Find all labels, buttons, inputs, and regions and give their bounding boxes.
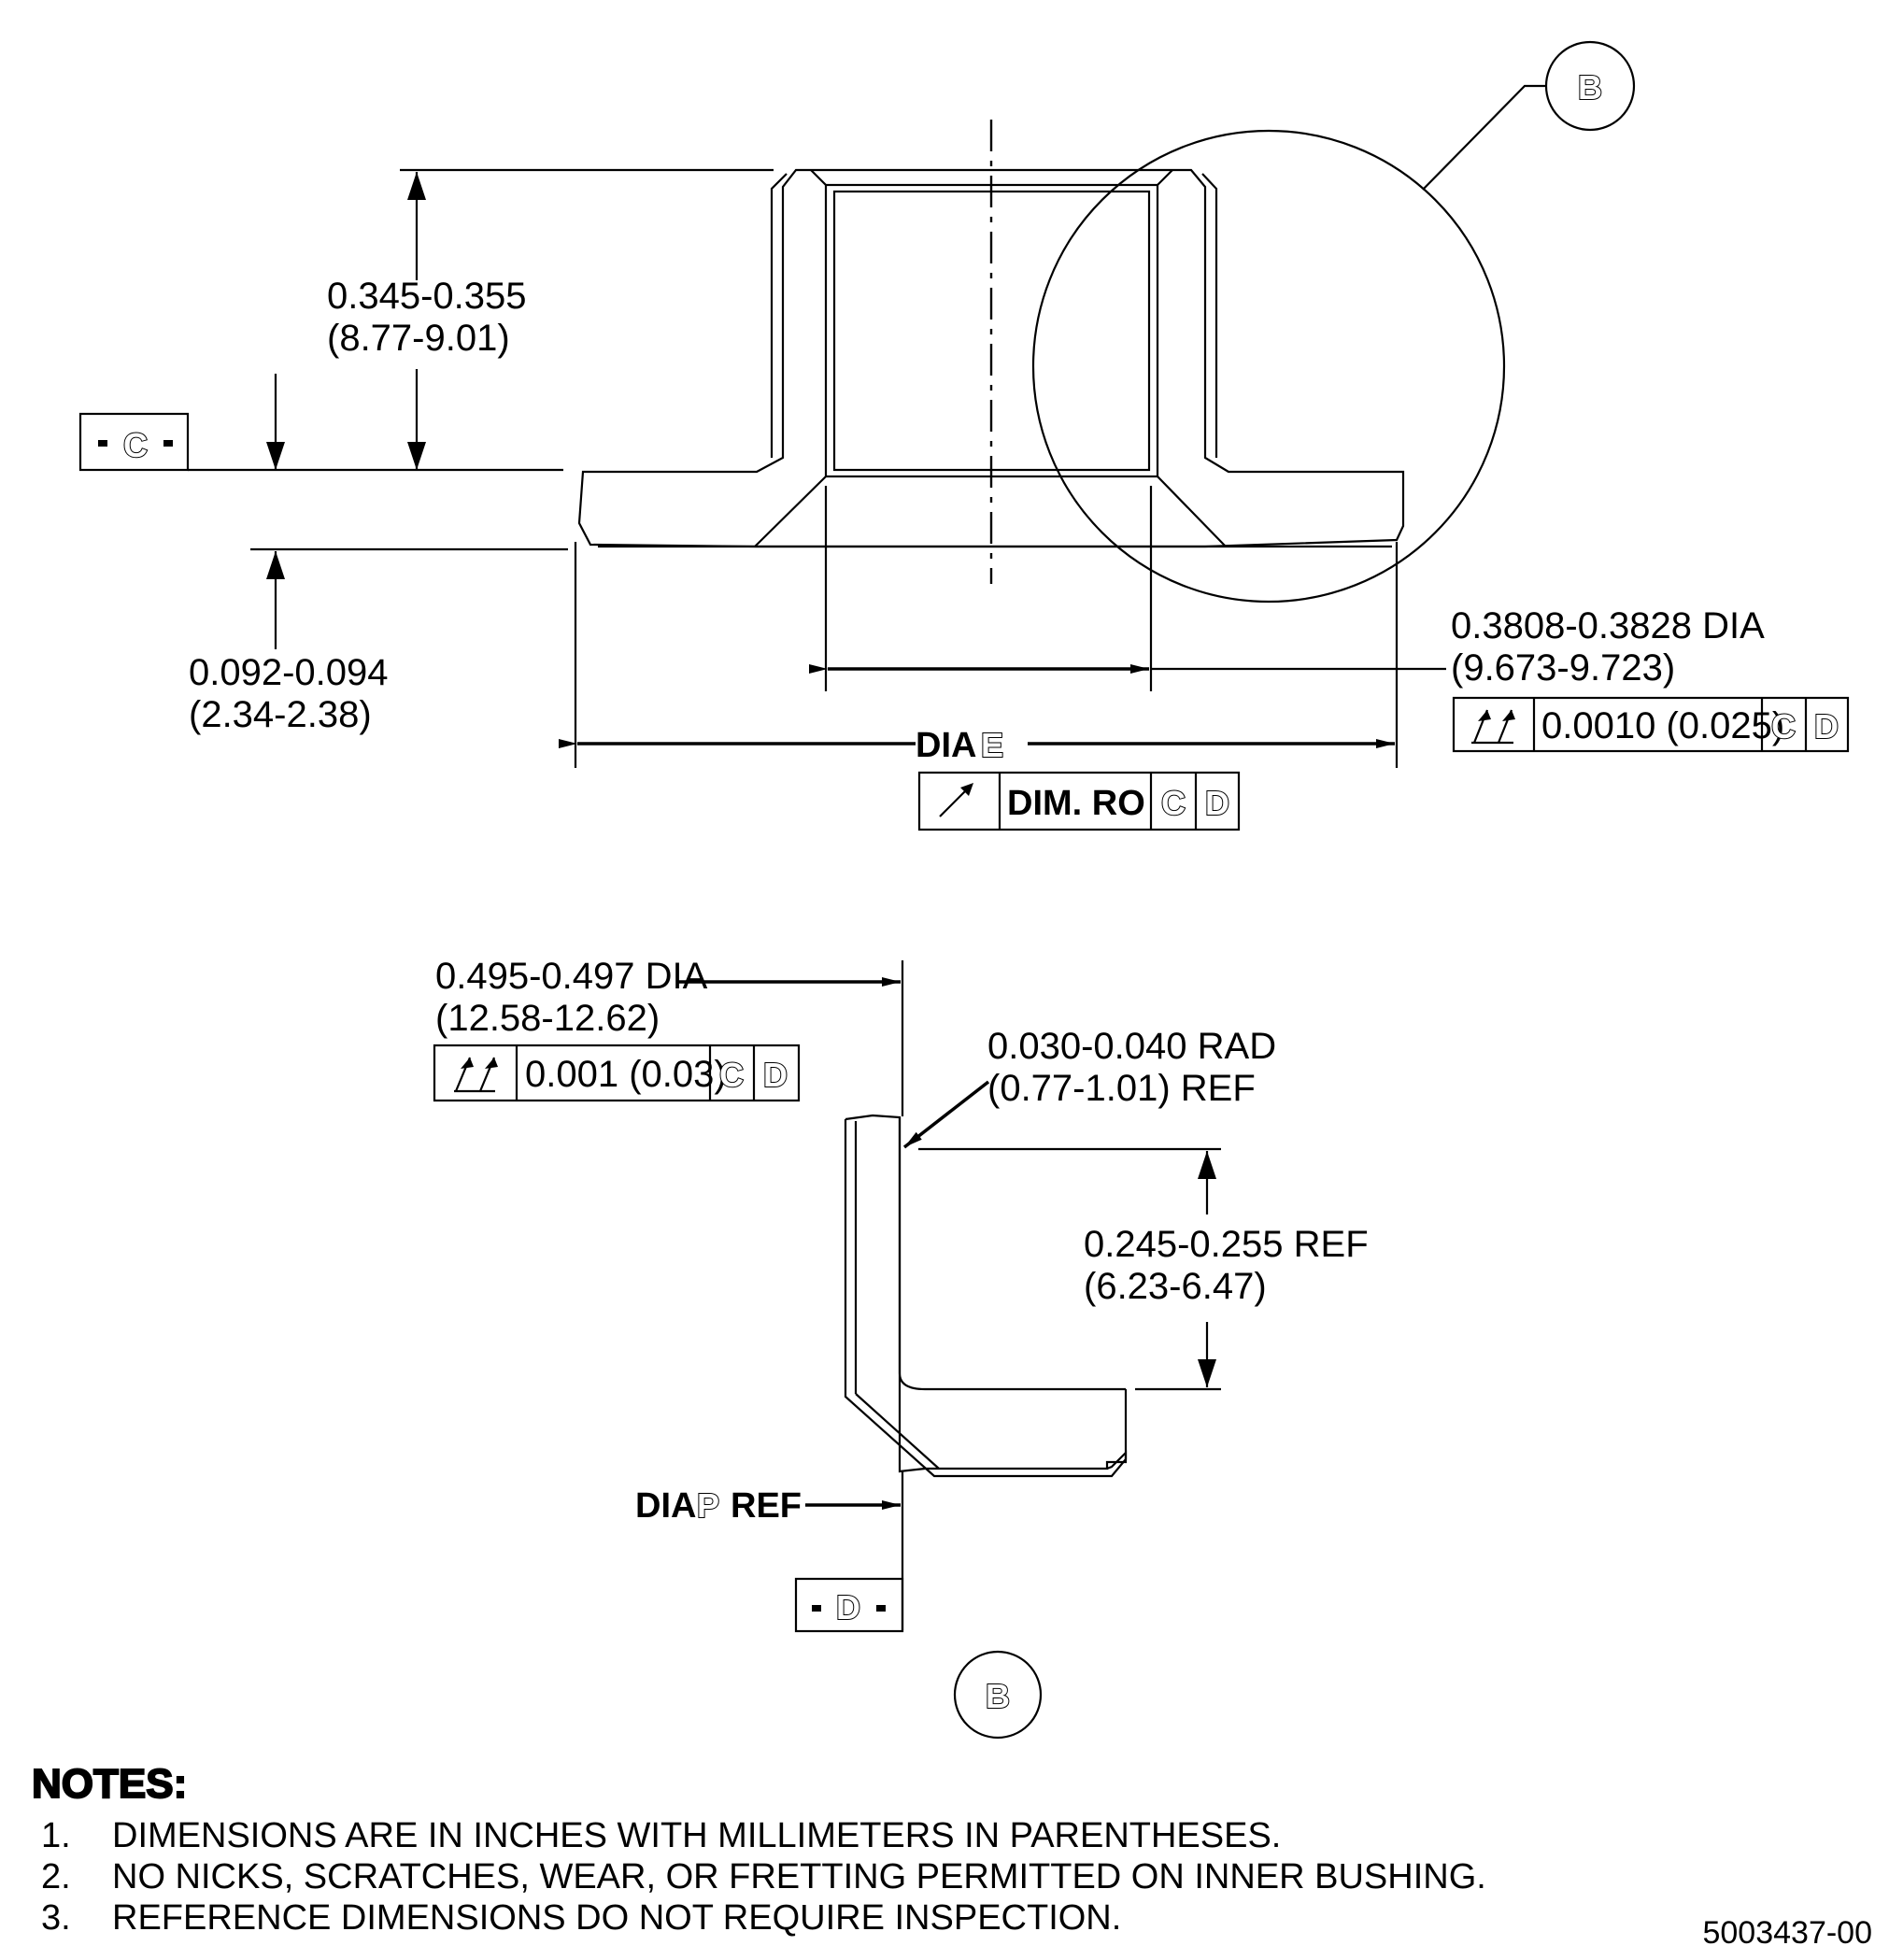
datum-c-box: C bbox=[78, 412, 563, 472]
outer-dia-dimension: DIA E bbox=[559, 542, 1399, 768]
bore-dim-mm: (9.673-9.723) bbox=[1451, 647, 1675, 689]
detail-height-inch: 0.245-0.255 REF bbox=[1084, 1224, 1369, 1265]
bore-fcf-tolerance: 0.0010 (0.025) bbox=[1541, 705, 1784, 746]
detail-b-label-circle bbox=[953, 1650, 1043, 1740]
note-1-text: DIMENSIONS ARE IN INCHES WITH MILLIMETER… bbox=[112, 1816, 1281, 1855]
detail-b-leader bbox=[1422, 84, 1546, 191]
bore-feature-control-frame: 0.0010 (0.025) C D bbox=[1452, 696, 1850, 753]
height-dimension: 0.345-0.355 (8.77-9.01) bbox=[327, 168, 774, 470]
detail-od-feature-control-frame: 0.001 (0.03) C D bbox=[433, 1044, 801, 1102]
detail-radius-inch: 0.030-0.040 RAD bbox=[987, 1026, 1276, 1067]
dia-ref-prefix: DIA bbox=[635, 1486, 696, 1526]
bore-dimension: 0.3808-0.3828 DIA (9.673-9.723) bbox=[809, 486, 1765, 691]
total-runout-icon bbox=[1471, 709, 1515, 745]
note-2-num: 2. bbox=[41, 1857, 71, 1896]
detail-od-mm: (12.58-12.62) bbox=[435, 998, 660, 1039]
detail-od-fcf-tolerance: 0.001 (0.03) bbox=[525, 1054, 727, 1095]
detail-b-circle bbox=[1031, 129, 1506, 604]
flange-dimension: 0.092-0.094 (2.34-2.38) bbox=[189, 374, 568, 735]
detail-od-inch: 0.495-0.497 DIA bbox=[435, 956, 708, 997]
dia-ref-suffix: REF bbox=[731, 1486, 802, 1526]
bore-fcf-datum2: D bbox=[1814, 707, 1839, 746]
detail-radius-dimension: 0.030-0.040 RAD (0.77-1.01) REF bbox=[902, 1026, 1276, 1149]
flange-dim-inch: 0.092-0.094 bbox=[189, 652, 389, 693]
note-1-num: 1. bbox=[41, 1816, 71, 1855]
total-runout-icon bbox=[454, 1057, 498, 1093]
bore-dim-inch: 0.3808-0.3828 DIA bbox=[1451, 605, 1765, 646]
detail-part-outline bbox=[844, 1114, 1128, 1478]
note-2-text: NO NICKS, SCRATCHES, WEAR, OR FRETTING P… bbox=[112, 1857, 1486, 1896]
bore-fcf-datum1: C bbox=[1771, 707, 1796, 746]
datum-d-box: D bbox=[794, 1577, 904, 1633]
detail-dia-ref: DIA P REF bbox=[635, 1471, 904, 1630]
height-dim-inch: 0.345-0.355 bbox=[327, 276, 527, 317]
detail-radius-mm: (0.77-1.01) REF bbox=[987, 1068, 1256, 1109]
detail-height-dimension: 0.245-0.255 REF (6.23-6.47) bbox=[918, 1147, 1369, 1391]
note-3-text: REFERENCE DIMENSIONS DO NOT REQUIRE INSP… bbox=[112, 1898, 1121, 1938]
detail-od-fcf-datum1: C bbox=[719, 1056, 744, 1094]
height-dim-mm: (8.77-9.01) bbox=[327, 318, 510, 359]
drawing-number: 5003437-00 bbox=[1702, 1915, 1872, 1951]
outer-dia-letter: E bbox=[981, 726, 1003, 764]
outer-fcf-datum1: C bbox=[1161, 784, 1186, 822]
detail-b-callout bbox=[1544, 40, 1636, 132]
dia-ref-letter: P bbox=[697, 1486, 719, 1525]
detail-od-fcf-datum2: D bbox=[763, 1056, 788, 1094]
flange-dim-mm: (2.34-2.38) bbox=[189, 694, 372, 735]
detail-height-mm: (6.23-6.47) bbox=[1084, 1266, 1267, 1307]
detail-b-label: B bbox=[986, 1677, 1010, 1715]
notes-header: NOTES: bbox=[32, 1761, 187, 1807]
datum-c-label: C bbox=[123, 426, 148, 464]
detail-od-dimension: 0.495-0.497 DIA (12.58-12.62) bbox=[435, 956, 904, 1116]
circular-runout-icon bbox=[939, 783, 973, 817]
upper-part-outline bbox=[577, 120, 1405, 584]
outer-fcf-datum2: D bbox=[1205, 784, 1229, 822]
detail-b-callout-label: B bbox=[1578, 68, 1602, 107]
outer-fcf-tolerance: DIM. RO bbox=[1007, 784, 1145, 823]
note-3-num: 3. bbox=[41, 1898, 71, 1938]
datum-d-label: D bbox=[836, 1588, 860, 1626]
outer-feature-control-frame: DIM. RO C D bbox=[917, 771, 1241, 831]
outer-dia-prefix: DIA bbox=[916, 726, 976, 765]
